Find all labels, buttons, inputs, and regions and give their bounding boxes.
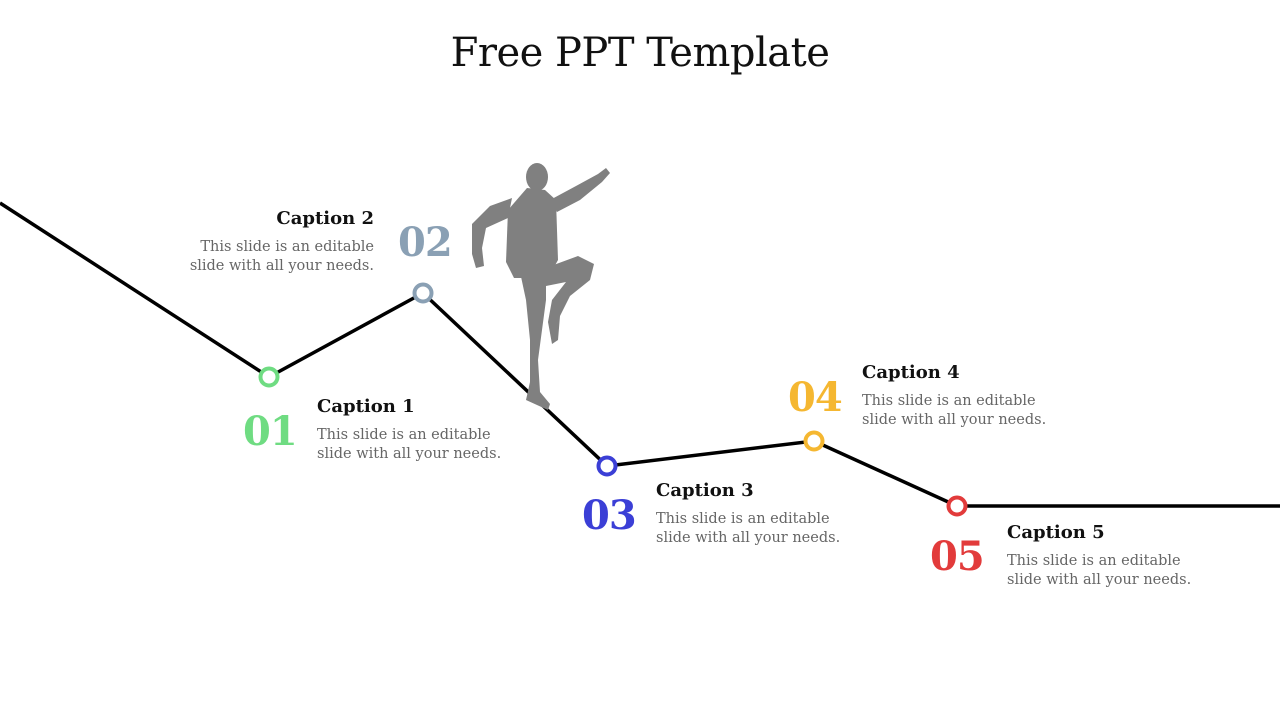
step5-caption: Caption 5: [1007, 522, 1105, 543]
step4-text: This slide is an editable slide with all…: [862, 393, 1047, 428]
step2-number: 02: [398, 219, 453, 266]
step1-text: This slide is an editable slide with all…: [317, 427, 502, 462]
step2-caption: Caption 2: [276, 208, 374, 229]
step4-number: 04: [788, 374, 843, 421]
step1-number: 01: [243, 408, 298, 455]
step2-marker: [412, 282, 434, 304]
man-climbing-silhouette: [472, 163, 610, 410]
step5-number: 05: [930, 533, 985, 580]
step3-number: 03: [582, 492, 637, 539]
step4-caption: Caption 4: [862, 362, 960, 383]
step5-text: This slide is an editable slide with all…: [1007, 553, 1192, 588]
step1-caption: Caption 1: [317, 396, 415, 417]
step2-text: This slide is an editable slide with all…: [189, 239, 374, 274]
step3-text: This slide is an editable slide with all…: [656, 511, 841, 546]
step3-caption: Caption 3: [656, 480, 754, 501]
step4-marker: [803, 430, 825, 452]
step5-marker: [946, 495, 968, 517]
slide-title: Free PPT Template: [450, 30, 830, 76]
step3-marker: [596, 455, 618, 477]
step1-marker: [258, 366, 280, 388]
